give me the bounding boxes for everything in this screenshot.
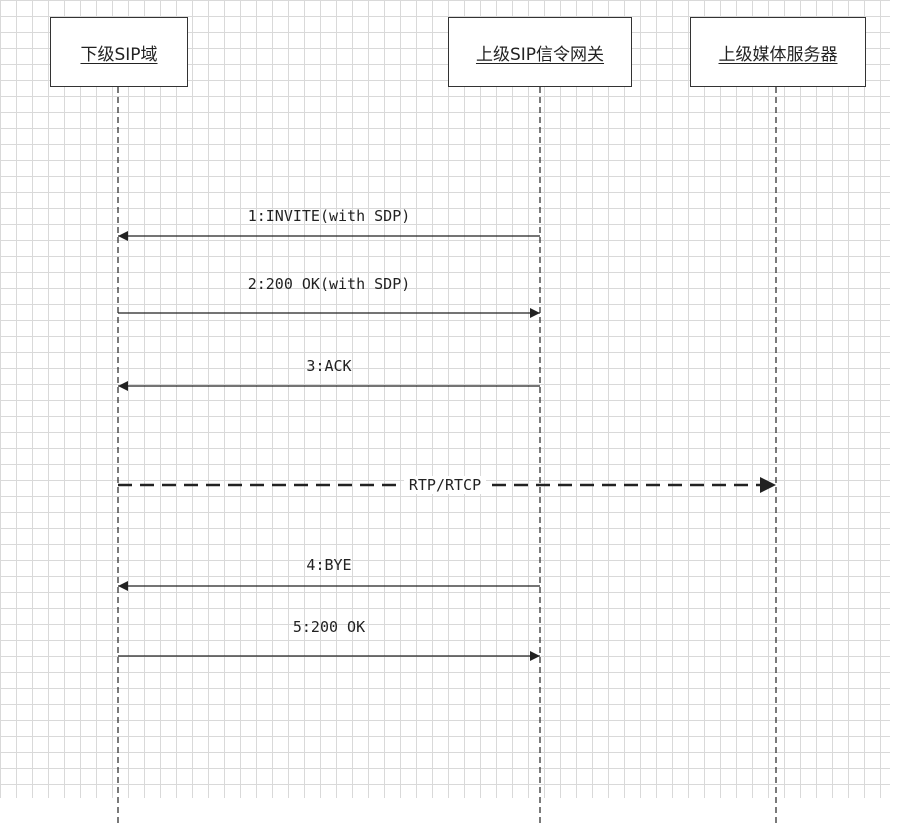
participant-box-lower-sip-domain: 下级SIP域: [50, 17, 188, 87]
participant-label-upper-media-server: 上级媒体服务器: [718, 44, 838, 65]
message-label-ok-bye: 5:200 OK: [293, 618, 365, 636]
message-label-ack: 3:ACK: [306, 357, 351, 375]
participant-box-upper-sip-gateway: 上级SIP信令网关: [448, 17, 632, 87]
message-label-ok-sdp: 2:200 OK(with SDP): [248, 275, 411, 293]
message-label-invite: 1:INVITE(with SDP): [248, 207, 411, 225]
participant-box-upper-media-server: 上级媒体服务器: [690, 17, 866, 87]
rtp-label-background: [404, 476, 486, 494]
participant-label-upper-sip-gateway: 上级SIP信令网关: [475, 44, 605, 65]
message-label-rtp: RTP/RTCP: [409, 476, 481, 494]
participant-label-lower-sip-domain: 下级SIP域: [80, 44, 158, 65]
message-label-bye: 4:BYE: [306, 556, 351, 574]
grid-edge-bottom: [0, 798, 920, 826]
grid-edge-right: [890, 0, 920, 826]
